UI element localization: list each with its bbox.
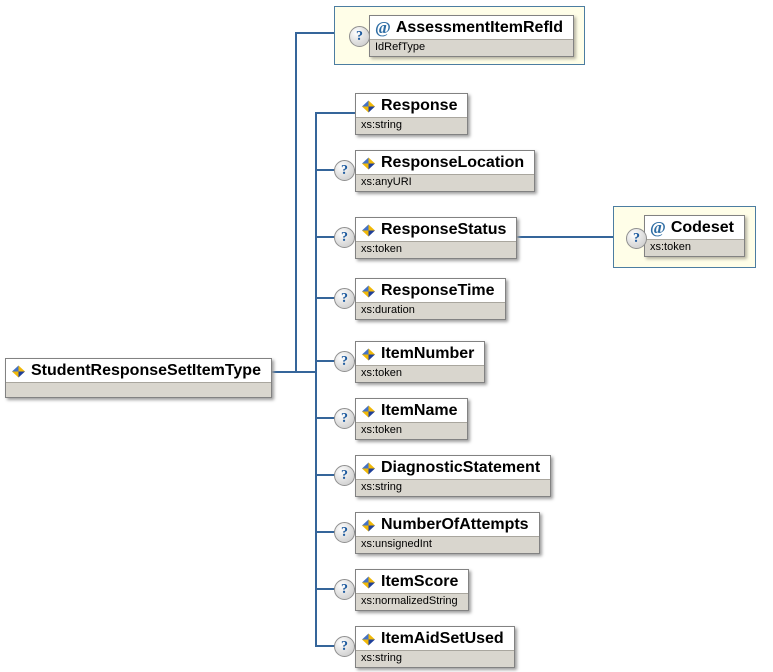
element-node-diagnosticstatement[interactable]: DiagnosticStatement xs:string bbox=[355, 455, 552, 497]
element-icon bbox=[361, 348, 376, 361]
connector-branch-codeset bbox=[450, 236, 613, 238]
attribute-type: xs:token bbox=[645, 239, 744, 256]
root-type-strip bbox=[6, 382, 271, 397]
element-node-itemname[interactable]: ItemName xs:token bbox=[355, 398, 469, 440]
optional-indicator: ? bbox=[334, 160, 355, 181]
attribute-at-icon: @ bbox=[650, 218, 666, 237]
element-title: ItemNumber bbox=[356, 342, 485, 365]
element-icon bbox=[11, 365, 26, 378]
optional-indicator: ? bbox=[334, 465, 355, 486]
attribute-at-icon: @ bbox=[375, 18, 391, 37]
element-icon bbox=[361, 576, 376, 589]
root-title: StudentResponseSetItemType bbox=[6, 359, 271, 382]
connector-trunk-attribute bbox=[295, 32, 297, 373]
element-type: xs:normalizedString bbox=[356, 593, 469, 610]
attribute-name: Codeset bbox=[670, 219, 734, 236]
element-node-itemscore[interactable]: ItemScore xs:normalizedString bbox=[355, 569, 470, 611]
element-node-itemaidsetused[interactable]: ItemAidSetUsed xs:string bbox=[355, 626, 515, 668]
optional-indicator: ? bbox=[626, 228, 647, 249]
element-name: DiagnosticStatement bbox=[381, 459, 541, 476]
attribute-type: IdRefType bbox=[370, 39, 573, 56]
element-title: ResponseTime bbox=[356, 279, 505, 302]
element-title: ResponseLocation bbox=[356, 151, 535, 174]
element-title: ItemAidSetUsed bbox=[356, 627, 514, 650]
attribute-name: AssessmentItemRefId bbox=[395, 19, 563, 36]
element-icon bbox=[361, 633, 376, 646]
element-name: NumberOfAttempts bbox=[381, 516, 529, 533]
attribute-node-codeset[interactable]: @ Codeset xs:token bbox=[644, 215, 745, 257]
optional-indicator: ? bbox=[334, 579, 355, 600]
element-type: xs:duration bbox=[356, 302, 505, 319]
element-name: ResponseTime bbox=[381, 282, 495, 299]
element-icon bbox=[361, 157, 376, 170]
element-type: xs:anyURI bbox=[356, 174, 535, 191]
root-name: StudentResponseSetItemType bbox=[31, 362, 261, 379]
attribute-node-assessmentitemrefid[interactable]: @ AssessmentItemRefId IdRefType bbox=[369, 15, 574, 57]
optional-indicator: ? bbox=[334, 522, 355, 543]
connector-branch-assessmentitemrefid bbox=[296, 32, 334, 34]
optional-indicator: ? bbox=[334, 227, 355, 248]
element-type: xs:string bbox=[356, 650, 514, 667]
element-icon bbox=[361, 224, 376, 237]
element-type: xs:string bbox=[356, 117, 468, 134]
element-name: ItemNumber bbox=[381, 345, 475, 362]
element-title: ItemScore bbox=[356, 570, 469, 593]
element-name: ResponseStatus bbox=[381, 221, 507, 238]
element-name: Response bbox=[381, 97, 458, 114]
element-title: Response bbox=[356, 94, 468, 117]
element-node-response[interactable]: Response xs:string bbox=[355, 93, 469, 135]
element-icon bbox=[361, 100, 376, 113]
element-type: xs:token bbox=[356, 241, 517, 258]
element-name: ItemName bbox=[381, 402, 458, 419]
element-type: xs:token bbox=[356, 422, 468, 439]
element-name: ResponseLocation bbox=[381, 154, 525, 171]
element-node-responsetime[interactable]: ResponseTime xs:duration bbox=[355, 278, 506, 320]
optional-indicator: ? bbox=[349, 26, 370, 47]
element-name: ItemScore bbox=[381, 573, 459, 590]
element-icon bbox=[361, 519, 376, 532]
connector-root-horizontal bbox=[250, 371, 317, 373]
element-title: ResponseStatus bbox=[356, 218, 517, 241]
optional-indicator: ? bbox=[334, 288, 355, 309]
element-title: NumberOfAttempts bbox=[356, 513, 539, 536]
element-node-responselocation[interactable]: ResponseLocation xs:anyURI bbox=[355, 150, 536, 192]
element-icon bbox=[361, 405, 376, 418]
root-node-studentresponsesetitemtype[interactable]: StudentResponseSetItemType bbox=[5, 358, 272, 398]
element-type: xs:string bbox=[356, 479, 551, 496]
element-title: DiagnosticStatement bbox=[356, 456, 551, 479]
element-icon bbox=[361, 462, 376, 475]
element-title: ItemName bbox=[356, 399, 468, 422]
connector-trunk-elements bbox=[315, 112, 317, 647]
optional-indicator: ? bbox=[334, 408, 355, 429]
element-name: ItemAidSetUsed bbox=[381, 630, 504, 647]
connector-branch-response bbox=[317, 112, 356, 114]
element-node-itemnumber[interactable]: ItemNumber xs:token bbox=[355, 341, 486, 383]
attribute-title: @ Codeset bbox=[645, 216, 744, 239]
attribute-title: @ AssessmentItemRefId bbox=[370, 16, 573, 39]
element-node-responsestatus[interactable]: ResponseStatus xs:token bbox=[355, 217, 518, 259]
element-type: xs:token bbox=[356, 365, 485, 382]
attribute-group-assessmentitemrefid: ? @ AssessmentItemRefId IdRefType bbox=[334, 6, 585, 65]
optional-indicator: ? bbox=[334, 351, 355, 372]
element-icon bbox=[361, 285, 376, 298]
attribute-group-codeset: ? @ Codeset xs:token bbox=[613, 206, 756, 268]
element-node-numberofattempts[interactable]: NumberOfAttempts xs:unsignedInt bbox=[355, 512, 540, 554]
optional-indicator: ? bbox=[334, 636, 355, 657]
element-type: xs:unsignedInt bbox=[356, 536, 539, 553]
